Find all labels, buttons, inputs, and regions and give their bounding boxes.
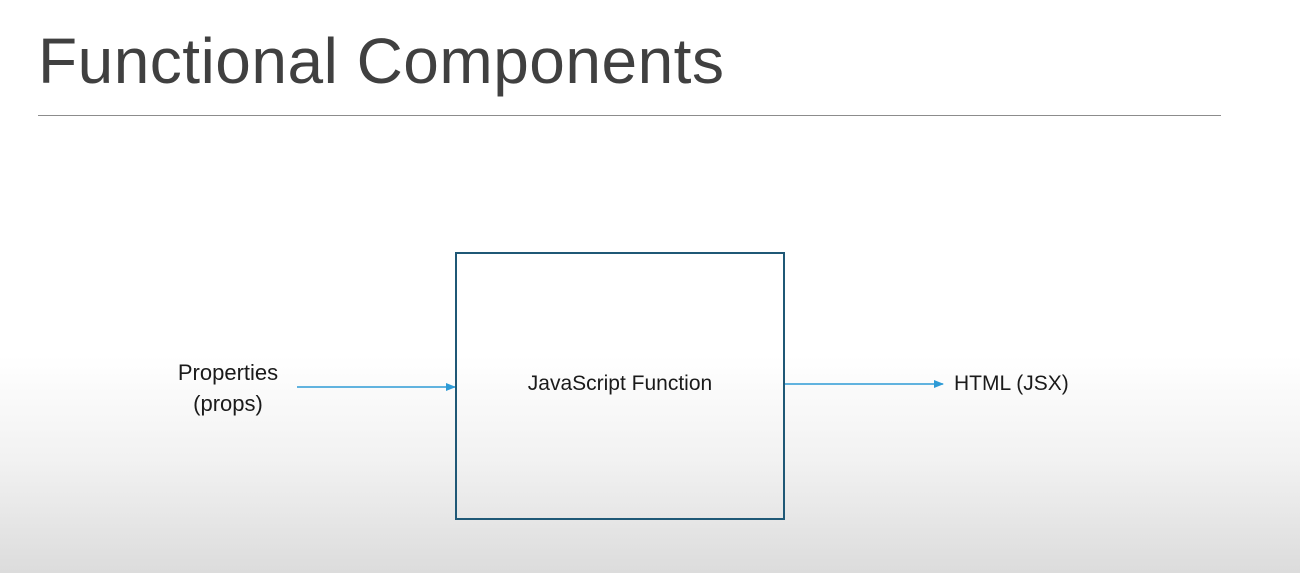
input-label-line2: (props) <box>193 391 263 416</box>
input-label: Properties (props) <box>150 357 306 419</box>
input-label-line1: Properties <box>177 360 279 385</box>
slide-title: Functional Components <box>38 25 725 97</box>
javascript-function-box <box>455 252 785 520</box>
title-divider <box>38 115 1221 116</box>
javascript-function-label: JavaScript Function <box>527 372 713 395</box>
output-label: HTML (JSX) <box>954 372 1069 395</box>
